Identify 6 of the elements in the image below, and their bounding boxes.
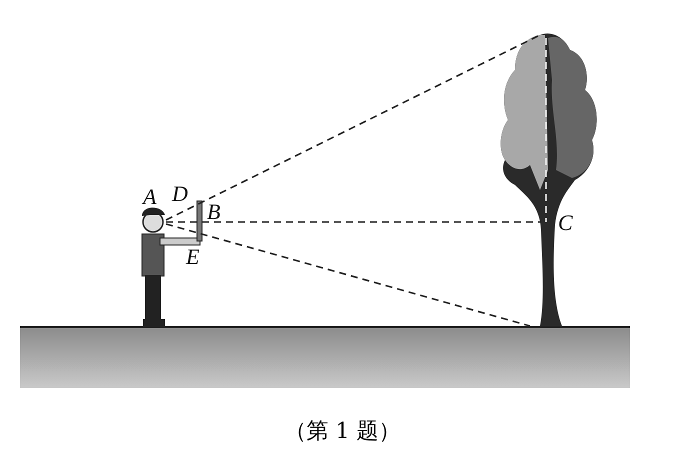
point-label: C xyxy=(558,212,573,234)
figure-caption: （第 1 题） xyxy=(284,419,400,444)
point-label: E xyxy=(186,246,200,268)
point-label: D xyxy=(172,183,188,205)
point-label: A xyxy=(143,186,156,208)
point-label: B xyxy=(207,201,220,223)
